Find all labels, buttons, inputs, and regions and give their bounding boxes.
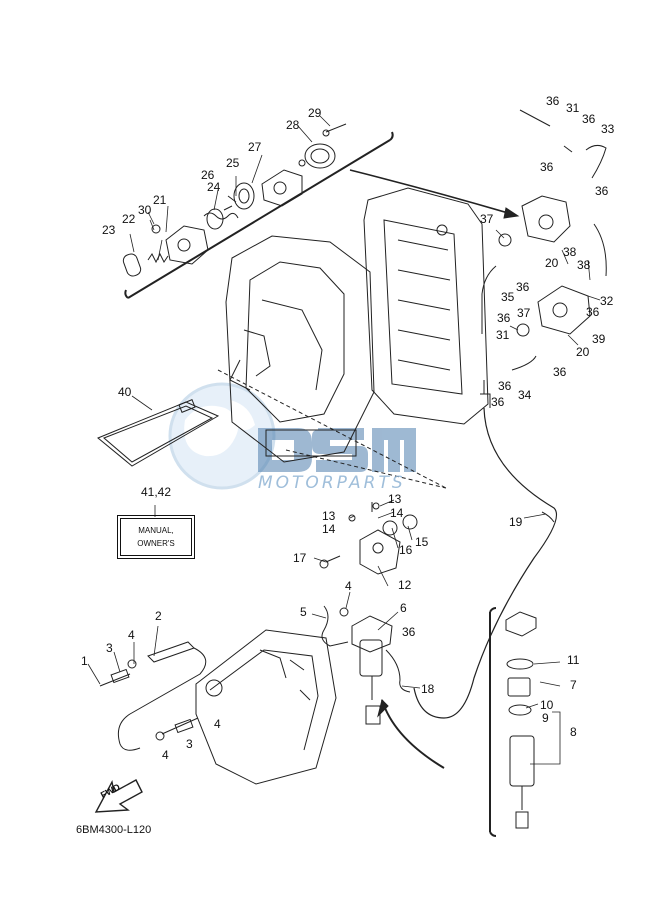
- callout-14-left: 14: [322, 522, 336, 536]
- watermark-tagline: MOTORPARTS: [258, 473, 406, 493]
- fuel-filter: [321, 605, 411, 725]
- callout-27: 27: [248, 140, 262, 154]
- callout-3-upper: 3: [106, 641, 113, 655]
- callout-36-b: 36: [582, 112, 596, 126]
- callout-14-right: 14: [390, 506, 404, 520]
- callout-10: 10: [540, 698, 554, 712]
- callout-38-upper: 38: [563, 245, 577, 259]
- callout-13-left: 13: [322, 509, 336, 523]
- callout-1: 1: [81, 654, 88, 668]
- callout-35: 35: [501, 290, 515, 304]
- callout-37-lower: 37: [517, 306, 531, 320]
- cylinder-head: [363, 187, 489, 425]
- callout-28: 28: [286, 118, 300, 132]
- callout-29: 29: [308, 106, 322, 120]
- callout-36-d: 36: [595, 184, 609, 198]
- leader-lines: [87, 115, 601, 765]
- callout-2: 2: [155, 609, 162, 623]
- callout-31-upper: 31: [566, 101, 580, 115]
- callout-4-lower-right: 4: [214, 717, 221, 731]
- callout-16: 16: [399, 543, 413, 557]
- callout-9: 9: [542, 711, 549, 725]
- watermark-logo: [258, 428, 416, 472]
- callout-21: 21: [153, 193, 167, 207]
- callout-25: 25: [226, 156, 240, 170]
- callout-36-e: 36: [516, 280, 530, 294]
- pump-group-bracket: [124, 131, 520, 299]
- callout-36-a: 36: [546, 94, 560, 108]
- callout-23: 23: [102, 223, 116, 237]
- callout-4-filter: 4: [345, 579, 352, 593]
- callout-37-upper: 37: [480, 212, 494, 226]
- callout-33: 33: [601, 122, 615, 136]
- callout-4-lower-left: 4: [162, 748, 169, 762]
- fwd-arrow: [94, 779, 143, 813]
- callout-15: 15: [415, 535, 429, 549]
- fuel-pump-exploded-parts: [122, 123, 347, 277]
- callout-22: 22: [122, 212, 136, 226]
- drawing-code: 6BM4300-L120: [76, 824, 152, 836]
- callout-30: 30: [138, 203, 152, 217]
- callout-13-right: 13: [388, 492, 402, 506]
- callout-3-lower: 3: [186, 737, 193, 751]
- callout-4-upper-left: 4: [128, 628, 135, 642]
- filter-exploded-box: [377, 607, 537, 837]
- callout-24: 24: [207, 180, 221, 194]
- valve-bracket: [319, 502, 418, 575]
- callout-12: 12: [398, 578, 412, 592]
- callout-38-lower: 38: [577, 258, 591, 272]
- callout-36-g: 36: [497, 311, 511, 325]
- callout-36-c: 36: [540, 160, 554, 174]
- callout-6: 6: [400, 601, 407, 615]
- manual-label-line2: OWNER'S: [137, 539, 175, 548]
- callout-20-upper: 20: [545, 256, 559, 270]
- callout-7: 7: [570, 678, 577, 692]
- callout-36-filter: 36: [402, 625, 416, 639]
- manual-label-line1: MANUAL,: [138, 526, 174, 535]
- callout-8: 8: [570, 725, 577, 739]
- callout-40: 40: [118, 385, 132, 399]
- engine-block: [225, 235, 375, 463]
- callout-32: 32: [600, 294, 614, 308]
- callout-26: 26: [201, 168, 215, 182]
- fuel-line-19: [413, 407, 558, 719]
- owners-manual-box: MANUAL, OWNER'S: [117, 515, 195, 559]
- callout-17: 17: [293, 551, 307, 565]
- fuel-hose-2: [99, 641, 207, 751]
- callout-41-42: 41,42: [141, 485, 172, 499]
- callout-5: 5: [300, 605, 307, 619]
- callout-39: 39: [592, 332, 606, 346]
- callout-36-h: 36: [553, 365, 567, 379]
- callout-31-lower: 31: [496, 328, 510, 342]
- callout-19: 19: [509, 515, 523, 529]
- bottom-cowling: [195, 629, 337, 785]
- callout-36-j: 36: [491, 395, 505, 409]
- gasket-40: [97, 399, 220, 467]
- callout-36-f: 36: [586, 305, 600, 319]
- callout-20-lower: 20: [576, 345, 590, 359]
- fuel-pump-assembly: [480, 109, 607, 408]
- callout-11: 11: [567, 653, 580, 667]
- callout-18: 18: [421, 682, 435, 696]
- callout-36-i: 36: [498, 379, 512, 393]
- callout-34: 34: [518, 388, 532, 402]
- watermark-globe: [168, 382, 276, 490]
